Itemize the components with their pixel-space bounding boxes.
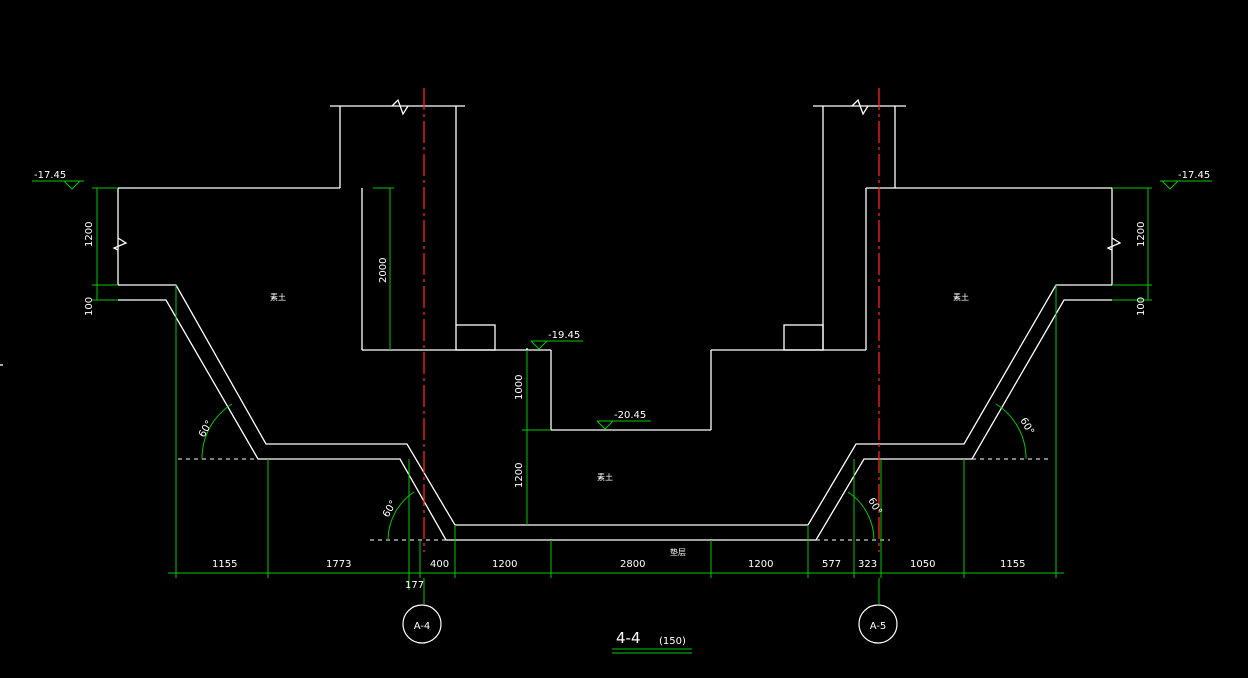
axis-label-a5: A-5 — [870, 621, 887, 632]
axis-bubble-a4 — [402, 604, 442, 644]
dim-right-100: 100 — [1136, 297, 1147, 316]
elevation-right-top: -17.45 — [1178, 170, 1210, 181]
elevation-left-top: -17.45 — [34, 170, 66, 181]
dim-bottom-1: 1773 — [326, 559, 351, 570]
structure-outline — [112, 98, 1122, 541]
dim-bottom-177: 177 — [405, 580, 424, 591]
dim-right-1200: 1200 — [1136, 222, 1147, 247]
dim-bottom-2: 400 — [430, 559, 449, 570]
elevation-pit: -20.45 — [614, 410, 646, 421]
dim-bottom-8: 1050 — [910, 559, 935, 570]
dim-left-1200: 1200 — [84, 222, 95, 247]
axis-label-a4: A-4 — [414, 621, 431, 632]
dim-step-1000: 1000 — [514, 375, 525, 400]
dim-bottom-9: 1155 — [1000, 559, 1025, 570]
section-title: 4-4 — [616, 629, 641, 647]
angle-left-top: 60° — [197, 419, 215, 440]
dim-bottom-0: 1155 — [212, 559, 237, 570]
dim-bottom-4: 2800 — [620, 559, 645, 570]
axis-bubble-a5 — [858, 604, 898, 644]
dim-pit-1200: 1200 — [514, 463, 525, 488]
label-cushion: 垫层 — [670, 547, 686, 557]
label-fill-left: 素土 — [270, 292, 286, 302]
label-fill-right: 素土 — [953, 292, 969, 302]
dim-bottom-3: 1200 — [492, 559, 517, 570]
dim-wall-2000: 2000 — [378, 258, 389, 283]
reference-dashes — [178, 458, 1052, 541]
label-fill-center: 素土 — [597, 472, 613, 482]
dimension-lines — [32, 180, 1212, 604]
elevation-mid: -19.45 — [548, 330, 580, 341]
dim-left-100: 100 — [84, 297, 95, 316]
dim-bottom-5: 1200 — [748, 559, 773, 570]
section-scale: (150) — [659, 636, 686, 647]
angle-right-top: 60° — [1017, 416, 1035, 437]
dim-bottom-6: 577 — [822, 559, 841, 570]
dim-bottom-7: 323 — [858, 559, 877, 570]
